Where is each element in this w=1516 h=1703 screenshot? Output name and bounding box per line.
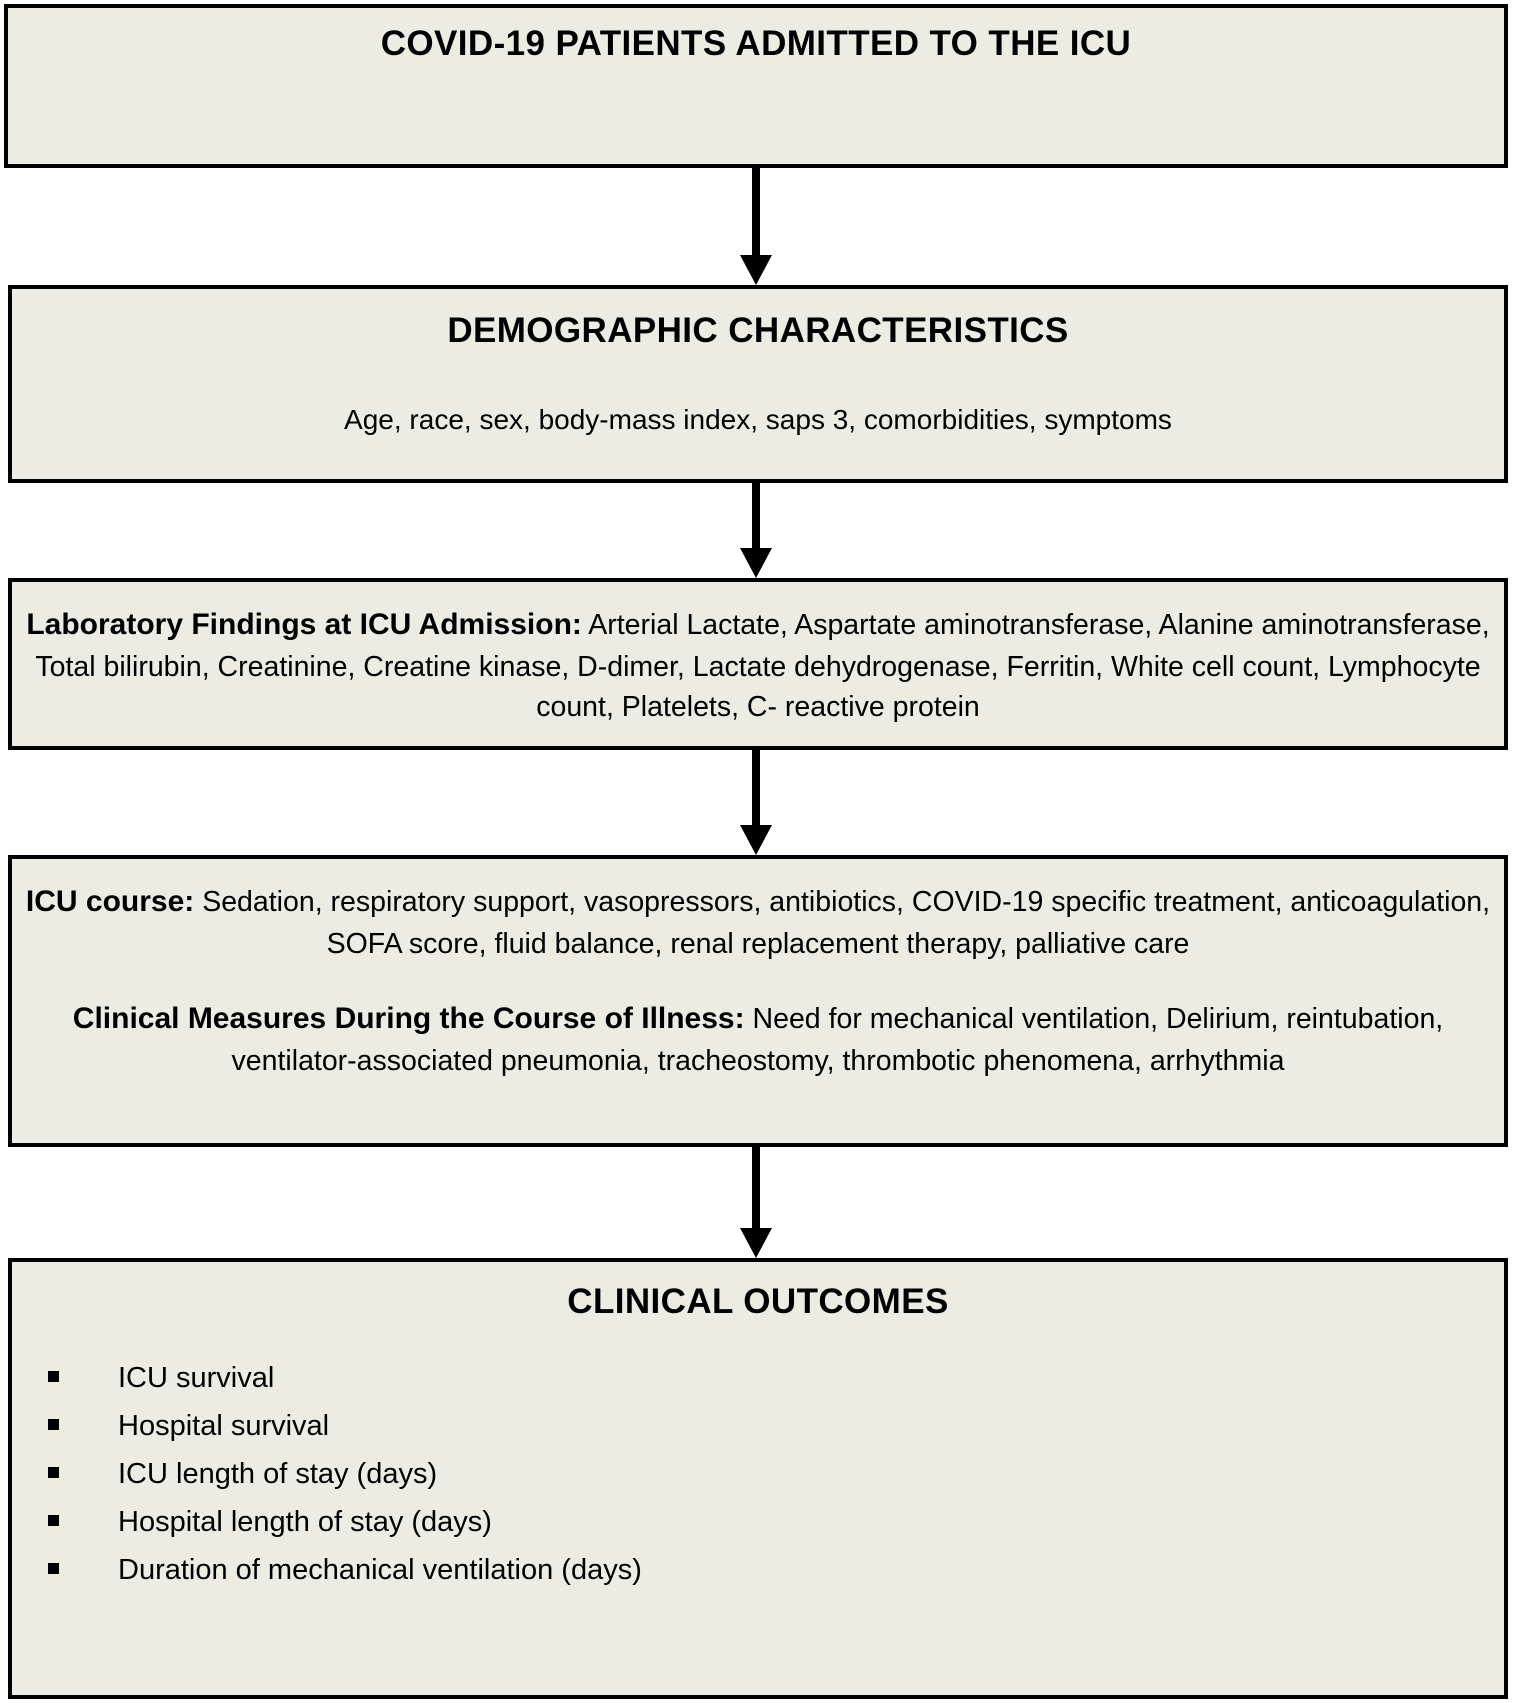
list-item: ICU survival (48, 1364, 1504, 1393)
list-item-label: Duration of mechanical ventilation (days… (118, 1554, 642, 1587)
list-item-label: Hospital survival (118, 1410, 330, 1443)
list-item: Hospital survival (48, 1412, 1504, 1441)
clinical-measures-items: Need for mechanical ventilation, Deliriu… (231, 1003, 1444, 1077)
lab-label: Laboratory Findings at ICU Admission: (26, 608, 582, 641)
node-clinical-outcomes: CLINICAL OUTCOMES ICU survival Hospital … (8, 1258, 1508, 1699)
clinical-measures-paragraph: Clinical Measures During the Course of I… (12, 998, 1504, 1081)
icu-course-label: ICU course: (25, 885, 195, 918)
arrow-shaft (752, 483, 760, 551)
arrow-head-icon (740, 825, 772, 855)
clinical-measures-label: Clinical Measures During the Course of I… (72, 1002, 745, 1036)
node-demographics-items: Age, race, sex, body-mass index, saps 3,… (344, 404, 1172, 436)
arrow-head-icon (740, 255, 772, 285)
list-item-label: ICU survival (118, 1362, 275, 1395)
node-covid-patients-admitted: COVID-19 PATIENTS ADMITTED TO THE ICU (4, 4, 1508, 168)
list-item: ICU length of stay (days) (48, 1460, 1504, 1489)
list-item-label: ICU length of stay (days) (118, 1458, 438, 1491)
arrow-head-icon (740, 1228, 772, 1258)
node-admitted-title: COVID-19 PATIENTS ADMITTED TO THE ICU (380, 24, 1132, 63)
icu-course-paragraph: ICU course: Sedation, respiratory suppor… (12, 881, 1504, 964)
node-outcomes-title: CLINICAL OUTCOMES (567, 1282, 949, 1321)
list-item-label: Hospital length of stay (days) (118, 1506, 492, 1539)
bullet-square-icon (48, 1515, 59, 1527)
arrow-head-icon (740, 548, 772, 578)
node-demographic-characteristics: DEMOGRAPHIC CHARACTERISTICS Age, race, s… (8, 285, 1508, 483)
icu-course-items: Sedation, respiratory support, vasopress… (194, 886, 1491, 960)
node-icu-course: ICU course: Sedation, respiratory suppor… (8, 855, 1508, 1147)
bullet-square-icon (48, 1467, 59, 1479)
lab-paragraph: Laboratory Findings at ICU Admission: Ar… (12, 604, 1504, 728)
list-item: Duration of mechanical ventilation (days… (48, 1556, 1504, 1585)
bullet-square-icon (48, 1371, 59, 1383)
list-item: Hospital length of stay (days) (48, 1508, 1504, 1537)
node-demographics-title: DEMOGRAPHIC CHARACTERISTICS (447, 311, 1069, 350)
arrow-shaft (752, 750, 760, 828)
arrow-shaft (752, 168, 760, 258)
lab-items: Arterial Lactate, Aspartate aminotransfe… (35, 609, 1490, 724)
bullet-square-icon (48, 1419, 59, 1431)
arrow-shaft (752, 1147, 760, 1231)
node-laboratory-findings: Laboratory Findings at ICU Admission: Ar… (8, 578, 1508, 750)
bullet-square-icon (48, 1563, 59, 1575)
outcomes-bullet-list: ICU survival Hospital survival ICU lengt… (12, 1364, 1504, 1585)
